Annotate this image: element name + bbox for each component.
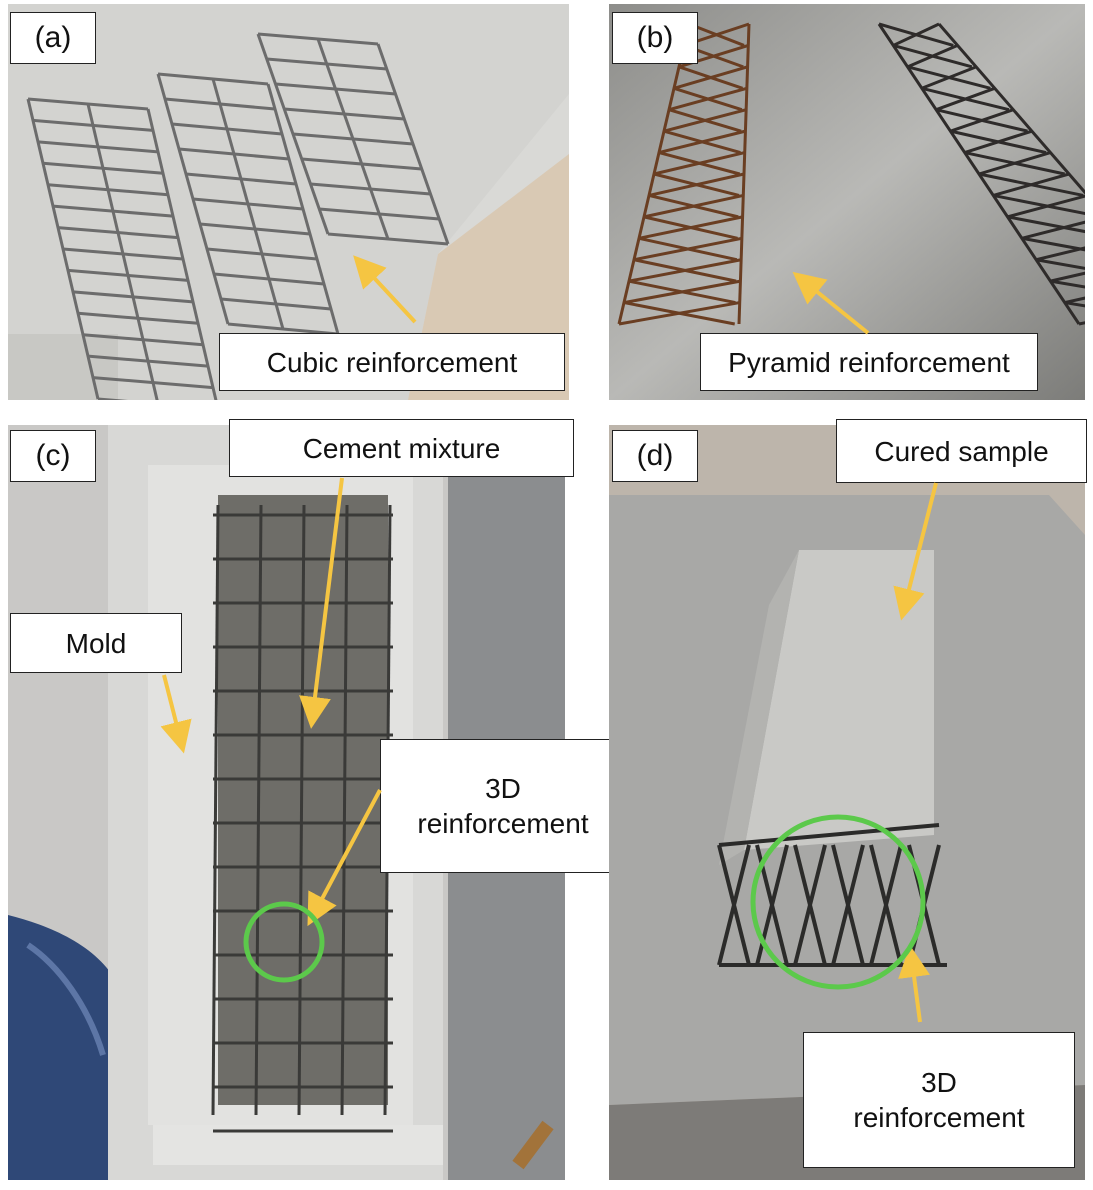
panel-a-label: (a) bbox=[10, 12, 96, 64]
pyramid-reinforcement-callout: Pyramid reinforcement bbox=[700, 333, 1038, 391]
cement-mixture-callout: Cement mixture bbox=[229, 419, 574, 477]
panel-c-label: (c) bbox=[10, 430, 96, 482]
3d-reinforcement-callout-d: 3D reinforcement bbox=[803, 1032, 1075, 1168]
cured-sample-callout: Cured sample bbox=[836, 419, 1087, 483]
cubic-reinforcement-callout: Cubic reinforcement bbox=[219, 333, 565, 391]
3d-reinforcement-callout-c: 3D reinforcement bbox=[380, 739, 626, 873]
panel-d-label: (d) bbox=[612, 430, 698, 482]
mold-callout: Mold bbox=[10, 613, 182, 673]
panel-b-label: (b) bbox=[612, 12, 698, 64]
